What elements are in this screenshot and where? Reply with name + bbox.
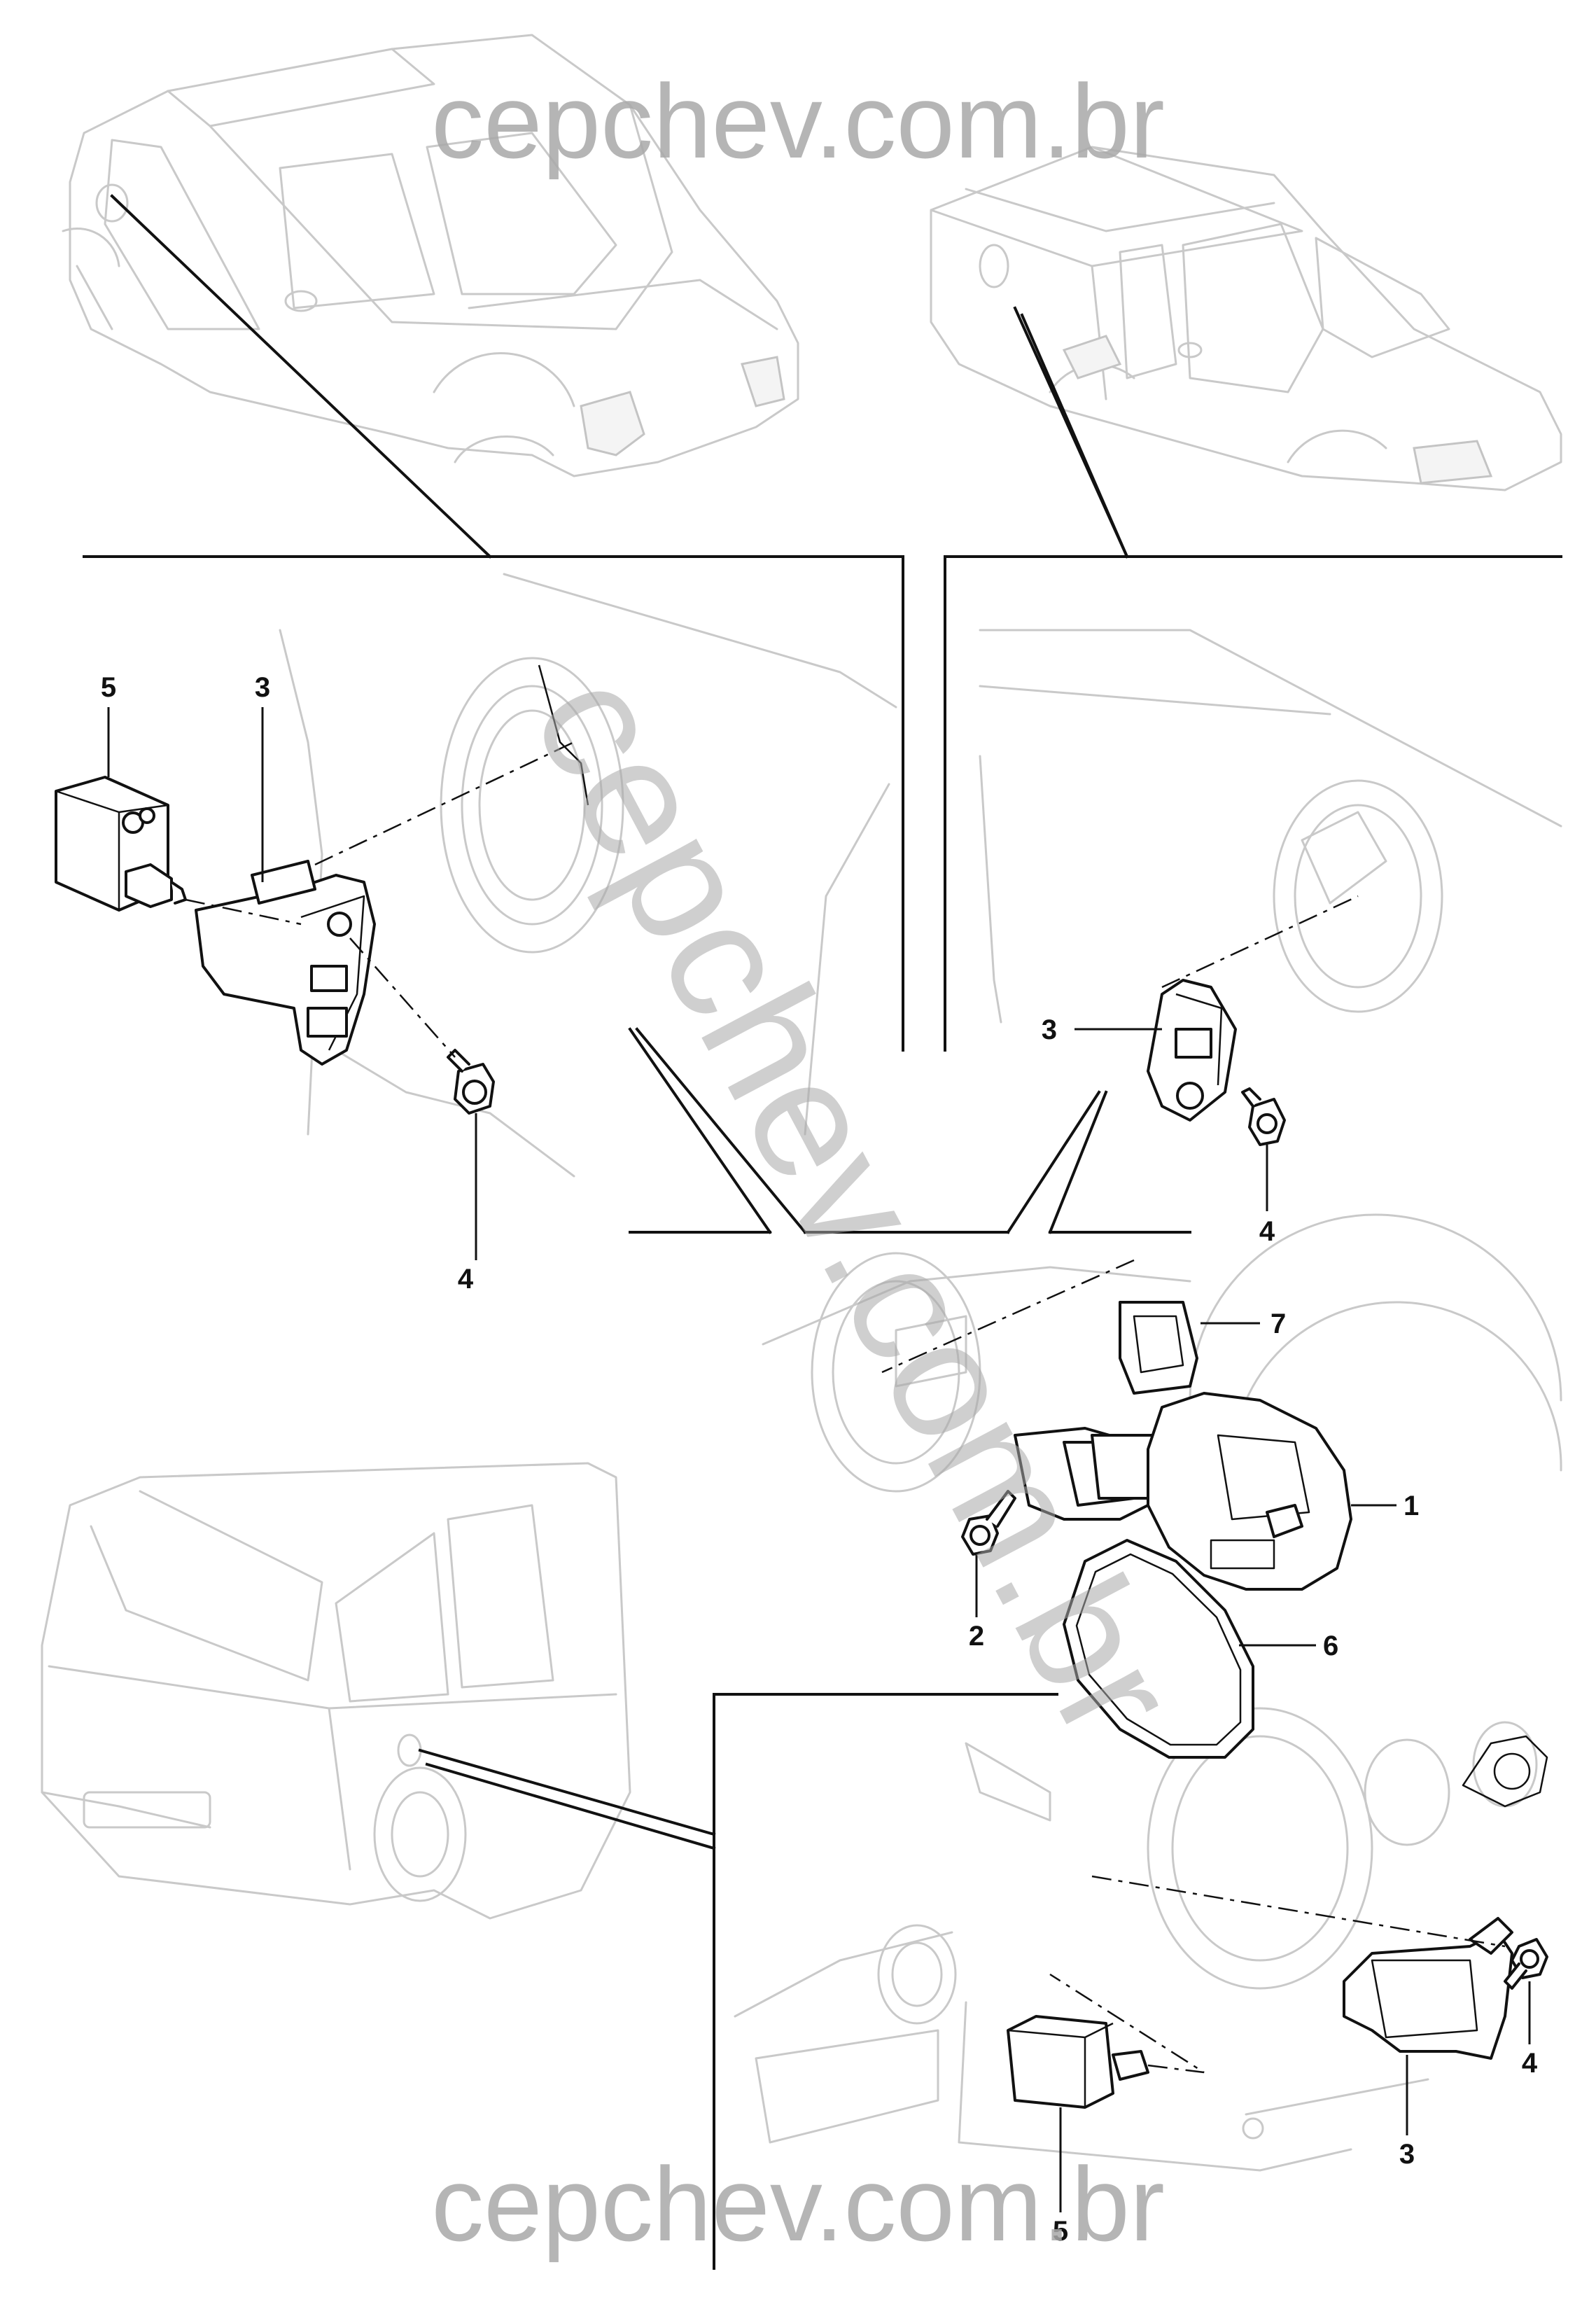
hatchback-illustration xyxy=(62,34,799,477)
pickup-illustration xyxy=(930,146,1562,491)
callout-4-bottom: 4 xyxy=(1522,2048,1538,2079)
filler-door-housing-right xyxy=(1147,895,1359,1122)
hinge-bracket xyxy=(1014,1427,1177,1521)
filler-door-housing-left xyxy=(185,860,376,1066)
screw-right xyxy=(1241,1087,1286,1146)
right-detail-body-panel xyxy=(979,629,1562,1024)
left-alignment-line xyxy=(314,741,575,866)
watermark-diagonal: cepchev.com.br xyxy=(498,643,1214,1767)
callout-2: 2 xyxy=(969,1621,984,1652)
callout-numbers: 5 3 4 3 4 7 1 2 6 4 3 5 xyxy=(101,672,1538,2247)
filler-door-1 xyxy=(1147,1392,1352,1591)
callout-3-right: 3 xyxy=(1042,1014,1057,1045)
screw-left xyxy=(349,937,495,1115)
mpv-illustration xyxy=(41,1462,631,1920)
screw-middle xyxy=(961,1490,1016,1556)
seal-ring-6 xyxy=(1063,1539,1254,1759)
screw-bottom xyxy=(1504,1938,1548,1990)
callout-3-bottom: 3 xyxy=(1399,2139,1415,2170)
callout-7: 7 xyxy=(1270,1309,1286,1339)
watermark-top: cepchev.com.br xyxy=(431,62,1165,180)
callout-1: 1 xyxy=(1404,1491,1419,1521)
actuator-assembly-left xyxy=(55,776,187,912)
middle-detail-body-panel xyxy=(762,1213,1562,1493)
leader-lines xyxy=(107,707,1531,2212)
callout-4-right: 4 xyxy=(1259,1216,1275,1247)
callout-5-bottom: 5 xyxy=(1053,2216,1068,2247)
bottom-filler-neck xyxy=(1462,1735,1548,1808)
callout-5-left: 5 xyxy=(101,672,116,703)
watermark-bottom: cepchev.com.br xyxy=(431,2145,1165,2263)
section-frame-lines xyxy=(83,194,1562,2270)
bottom-detail-body-panel xyxy=(734,1707,1538,2172)
left-door-latch xyxy=(538,664,589,806)
callout-6: 6 xyxy=(1323,1631,1338,1661)
watermarks: cepchev.com.br cepchev.com.br cepchev.co… xyxy=(431,62,1214,2263)
filler-door-housing-bottom xyxy=(1091,1875,1513,2060)
callout-4-left: 4 xyxy=(458,1264,474,1295)
actuator-bottom xyxy=(1007,1973,1205,2109)
gasket-7 xyxy=(881,1259,1198,1395)
callout-3-left: 3 xyxy=(255,672,270,703)
